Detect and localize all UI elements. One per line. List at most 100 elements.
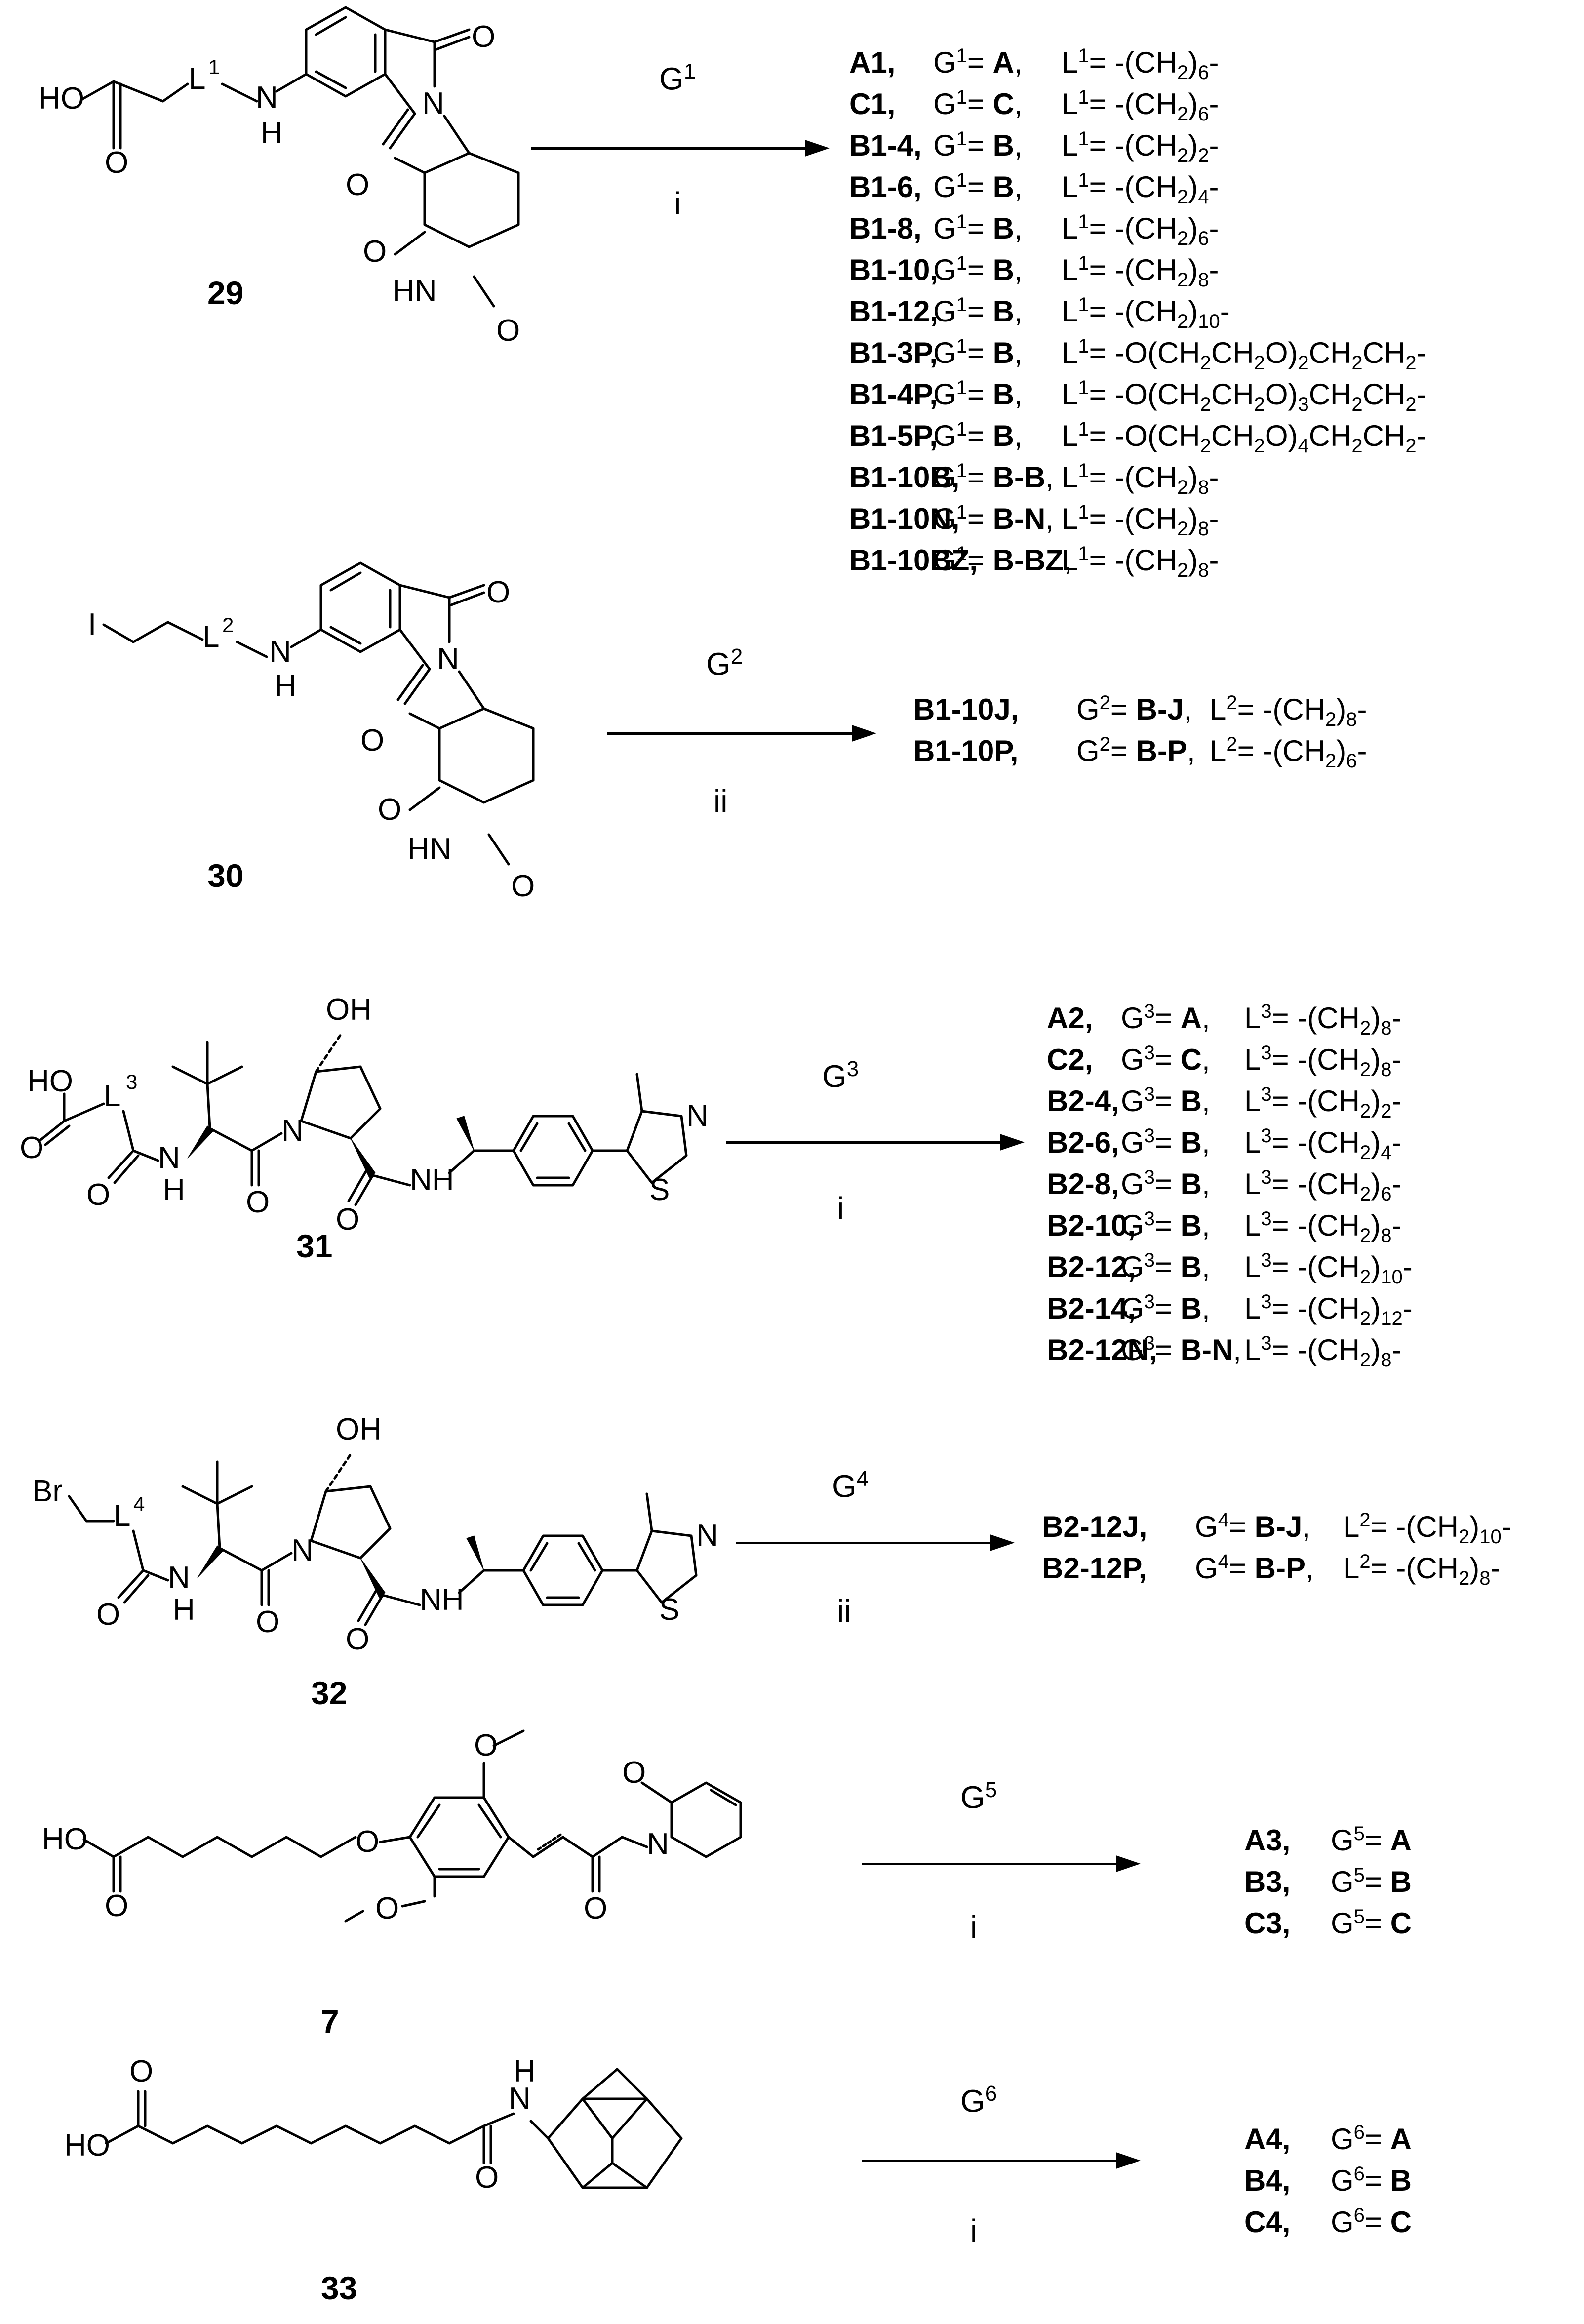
product-linker: L1= -(CH2)8-: [1062, 460, 1219, 498]
reagent-label: G1: [659, 59, 696, 97]
compound-label-30: 30: [207, 857, 244, 894]
product-id: B4,: [1244, 2164, 1291, 2197]
product-id: A4,: [1244, 2123, 1291, 2156]
product-id: A2,: [1047, 1002, 1093, 1035]
atom-label: O: [511, 869, 535, 903]
product-group: G3= C,: [1121, 1042, 1210, 1076]
atom-label: N: [281, 1114, 304, 1148]
product-group: G1= B,: [933, 294, 1023, 328]
product-linker: L1= -(CH2)2-: [1062, 128, 1219, 166]
atom-label: O: [496, 314, 520, 348]
atom-label: O: [363, 235, 387, 269]
product-linker: L1= -O(CH2CH2O)3CH2CH2-: [1062, 377, 1426, 415]
product-group: G1= B,: [933, 169, 1023, 203]
product-id: B1-6,: [849, 170, 922, 203]
product-id: B1-10P,: [913, 734, 1019, 767]
atom-label: L: [189, 62, 205, 96]
product-linker: L1= -O(CH2CH2O)4CH2CH2-: [1062, 418, 1426, 457]
atom-label: HO: [27, 1064, 73, 1098]
product-linker: L1= -(CH2)6-: [1062, 45, 1219, 83]
atom-label: N: [158, 1141, 180, 1175]
product-group: G1= C,: [933, 86, 1023, 120]
atom-label: I: [88, 607, 96, 641]
atom-label: O: [256, 1605, 279, 1639]
reagent-label: G4: [832, 1467, 869, 1504]
atom-label: NH: [420, 1583, 464, 1617]
atom-label: O: [378, 793, 401, 827]
conditions-label: i: [970, 2213, 978, 2248]
product-group: G4= B-J,: [1195, 1509, 1310, 1543]
product-group: G1= B,: [933, 128, 1023, 162]
atom-label: HO: [42, 1822, 88, 1856]
atom-label: O: [336, 1202, 359, 1237]
product-linker: L3= -(CH2)12-: [1244, 1291, 1413, 1329]
product-group: G3= B,: [1121, 1208, 1210, 1242]
product-group: G1= B,: [933, 377, 1023, 411]
compound-label-31: 31: [296, 1228, 333, 1264]
atom-label: H: [514, 2054, 536, 2088]
product-group: G1= B-BZ,: [933, 543, 1072, 577]
product-linker: L3= -(CH2)8-: [1244, 1332, 1402, 1371]
atom-label: O: [584, 1891, 607, 1925]
product-group: G5= B: [1331, 1864, 1412, 1898]
product-group: G3= B,: [1121, 1291, 1210, 1325]
product-linker: L3= -(CH2)10-: [1244, 1249, 1413, 1288]
product-group: G3= B,: [1121, 1249, 1210, 1283]
product-id: B2-4,: [1047, 1084, 1119, 1118]
product-group: G1= B-N,: [933, 501, 1054, 535]
atom-label: O: [375, 1891, 399, 1925]
compound-label-33: 33: [321, 2270, 357, 2306]
atom-label: O: [472, 20, 495, 54]
atom-label: O: [346, 1622, 369, 1656]
product-group: G3= B,: [1121, 1125, 1210, 1159]
reagent-label: G6: [960, 2082, 997, 2119]
product-id: B1-10J,: [913, 693, 1019, 726]
atom-label: O: [246, 1185, 270, 1219]
product-id: B1-10B,: [849, 461, 960, 494]
product-linker: L1= -(CH2)8-: [1062, 501, 1219, 540]
product-group: G1= B,: [933, 335, 1023, 369]
product-linker: L3= -(CH2)4-: [1244, 1125, 1402, 1163]
product-id: B1-4,: [849, 129, 922, 162]
atom-label: O: [96, 1598, 120, 1632]
atom-label: HN: [393, 274, 437, 308]
product-group: G3= B-N,: [1121, 1332, 1241, 1366]
compound-label-29: 29: [207, 275, 244, 311]
product-group: G2= B-P,: [1076, 733, 1195, 767]
atom-label: L: [202, 620, 219, 654]
atom-label: HN: [407, 832, 452, 866]
atom-label: 1: [208, 55, 220, 79]
product-group: G6= A: [1331, 2122, 1412, 2156]
atom-label: N: [647, 1827, 669, 1861]
product-id: B1-10BZ,: [849, 544, 978, 577]
compound-label-7: 7: [321, 2003, 339, 2040]
atom-label: H: [275, 669, 297, 703]
product-linker: L1= -(CH2)8-: [1062, 543, 1219, 581]
product-group: G3= B,: [1121, 1083, 1210, 1118]
atom-label: N: [256, 80, 278, 115]
atom-label: N: [437, 642, 459, 676]
atom-label: Br: [32, 1474, 63, 1508]
product-linker: L3= -(CH2)8-: [1244, 1001, 1402, 1039]
product-id: C2,: [1047, 1043, 1093, 1076]
product-id: C3,: [1244, 1907, 1291, 1940]
product-linker: L3= -(CH2)6-: [1244, 1166, 1402, 1205]
atom-label: O: [622, 1756, 646, 1790]
product-linker: L1= -(CH2)4-: [1062, 169, 1219, 208]
product-group: G1= B,: [933, 418, 1023, 452]
atom-label: N: [422, 86, 444, 120]
atom-label: N: [291, 1533, 314, 1567]
atom-label: O: [105, 146, 128, 180]
atom-label: 4: [133, 1492, 145, 1516]
atom-label: N: [696, 1519, 718, 1553]
atom-label: HO: [39, 81, 84, 116]
product-group: G5= C: [1331, 1906, 1412, 1940]
atom-label: OH: [336, 1412, 382, 1446]
conditions-label: ii: [713, 783, 728, 819]
